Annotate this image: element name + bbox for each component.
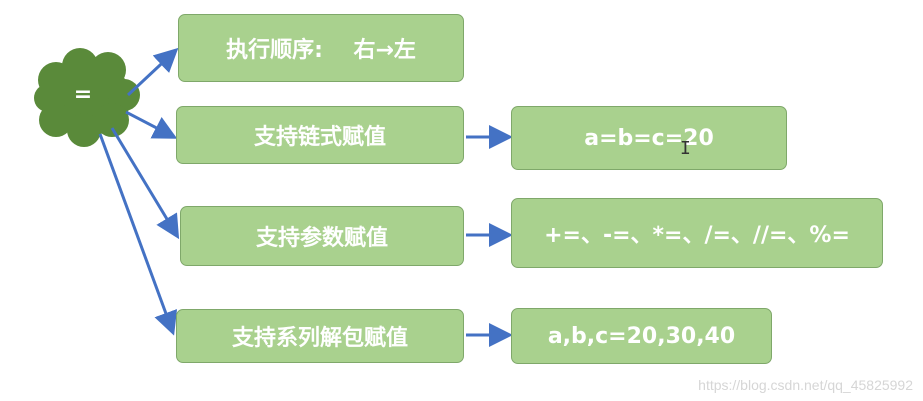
execution-order-text: 执行顺序: 右→左 (226, 38, 416, 63)
unpack-example-box: a,b,c=20,30,40 (511, 308, 772, 364)
text-cursor-icon: I (680, 138, 691, 159)
chain-assignment-box: 支持链式赋值 (176, 106, 464, 164)
parameter-example-box: +=、-=、*=、/=、//=、%= (511, 198, 883, 268)
execution-order-box: 执行顺序: 右→左 (178, 14, 464, 82)
unpack-example-text: a,b,c=20,30,40 (547, 323, 736, 349)
parameter-assignment-box: 支持参数赋值 (180, 206, 464, 266)
arrow-to-parameter-assignment (110, 127, 180, 240)
arrow-to-chain-assignment (125, 110, 178, 139)
unpack-assignment-box: 支持系列解包赋值 (176, 309, 464, 363)
arrow-to-unpack-assignment (98, 133, 178, 336)
chain-example-text: a=b=c=20 (584, 125, 714, 151)
cloud-node (34, 48, 140, 147)
watermark: https://blog.csdn.net/qq_45825992 (698, 377, 913, 393)
chain-example-box: a=b=c=20 (511, 106, 787, 170)
cloud-label: = (73, 82, 93, 107)
unpack-assignment-text: 支持系列解包赋值 (231, 326, 408, 351)
chain-assignment-text: 支持链式赋值 (253, 125, 386, 150)
parameter-example-text: +=、-=、*=、/=、//=、%= (544, 223, 850, 248)
arrow-to-execution-order (126, 47, 179, 97)
parameter-assignment-text: 支持参数赋值 (255, 226, 388, 251)
